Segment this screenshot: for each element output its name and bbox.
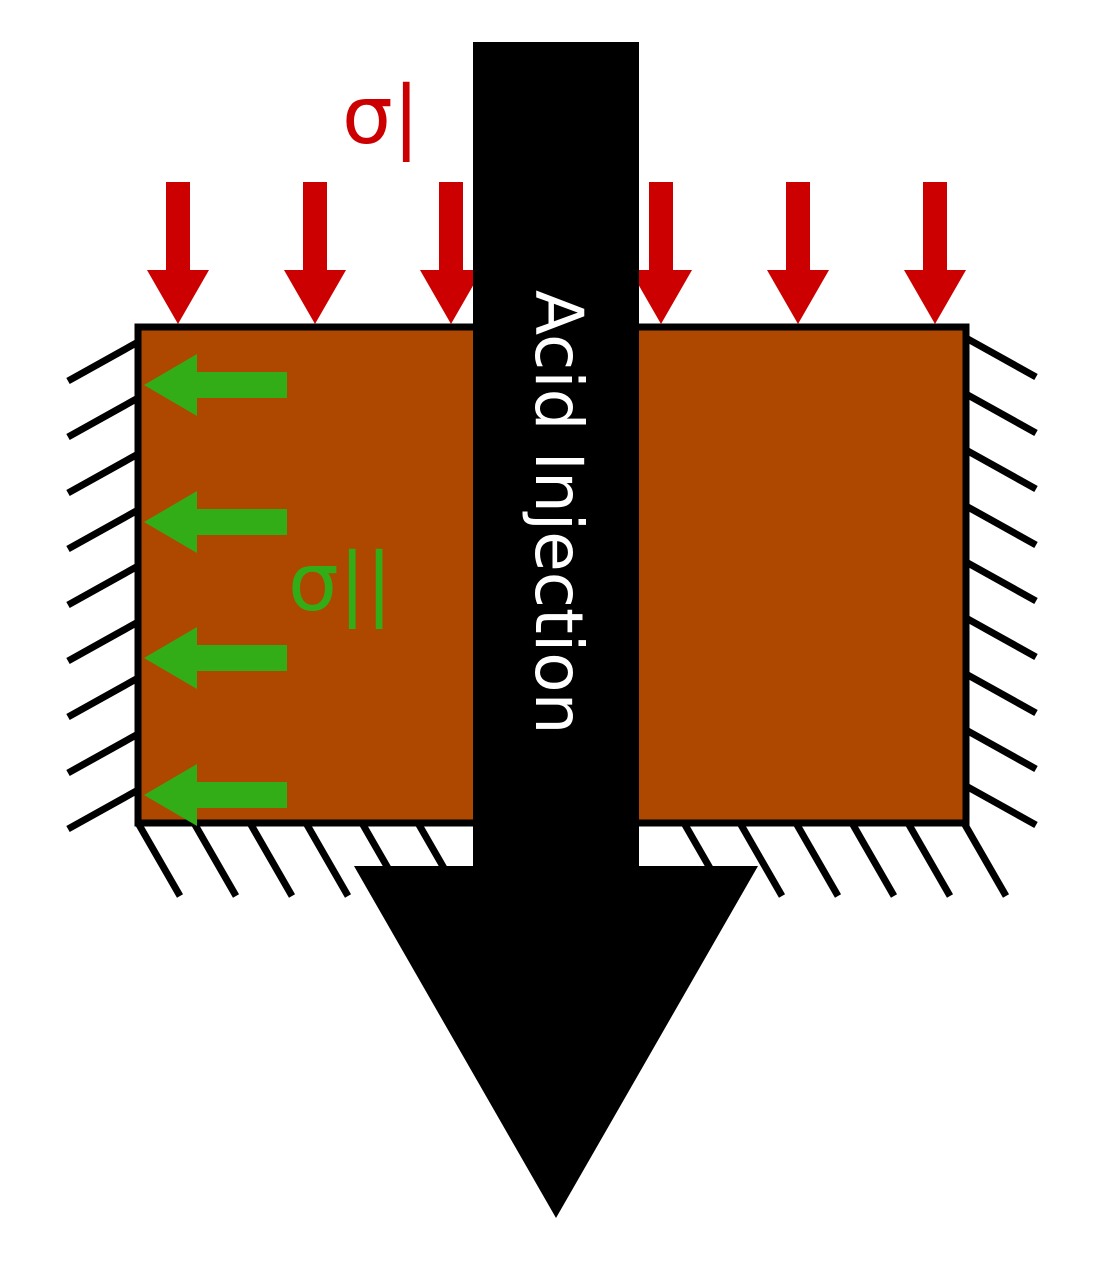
hatch-mark: [792, 821, 842, 898]
sigma-horizontal-label: σ||: [288, 536, 393, 630]
horizontal-stress-arrow: [144, 354, 287, 416]
sigma-vertical-label: σ|: [342, 69, 420, 163]
hatch-mark: [848, 821, 898, 898]
right-support-hatching: [964, 334, 1038, 829]
vertical-stress-arrow: [420, 182, 482, 324]
acid-injection-label: Acid Injection: [520, 290, 597, 734]
horizontal-stress-arrow: [144, 627, 287, 689]
left-support-hatching: [66, 338, 140, 833]
vertical-stress-arrows: [147, 182, 966, 324]
hatch-mark: [964, 558, 1038, 605]
hatch-mark: [964, 446, 1038, 493]
vertical-stress-arrow: [284, 182, 346, 324]
hatch-mark: [66, 674, 140, 721]
hatch-mark: [964, 390, 1038, 437]
vertical-stress-arrow: [147, 182, 209, 324]
injection-arrow-shaft: [473, 42, 639, 868]
bottom-support-hatching: [134, 821, 1010, 898]
hatch-mark: [66, 618, 140, 665]
hatch-mark: [964, 502, 1038, 549]
hatch-mark: [66, 506, 140, 553]
hatch-mark: [964, 782, 1038, 829]
vertical-stress-arrow: [767, 182, 829, 324]
hatch-mark: [66, 338, 140, 385]
hatch-mark: [964, 726, 1038, 773]
hatch-mark: [66, 562, 140, 609]
horizontal-stress-arrow: [144, 491, 287, 553]
hatch-mark: [134, 821, 184, 898]
horizontal-stress-arrow: [144, 764, 287, 826]
hatch-mark: [66, 786, 140, 833]
vertical-stress-arrow: [904, 182, 966, 324]
hatch-mark: [66, 394, 140, 441]
hatch-mark: [190, 821, 240, 898]
hatch-mark: [66, 450, 140, 497]
vertical-stress-arrow: [630, 182, 692, 324]
injection-arrow-head: [354, 866, 758, 1218]
hatch-mark: [964, 614, 1038, 661]
hatch-mark: [964, 334, 1038, 381]
horizontal-stress-arrows: [144, 354, 287, 826]
hatch-mark: [66, 730, 140, 777]
hatch-mark: [302, 821, 352, 898]
hatch-mark: [964, 670, 1038, 717]
hatch-mark: [904, 821, 954, 898]
hatch-mark: [960, 821, 1010, 898]
acid-injection-arrow: [354, 42, 758, 1218]
hatch-mark: [736, 821, 786, 898]
hatch-mark: [246, 821, 296, 898]
